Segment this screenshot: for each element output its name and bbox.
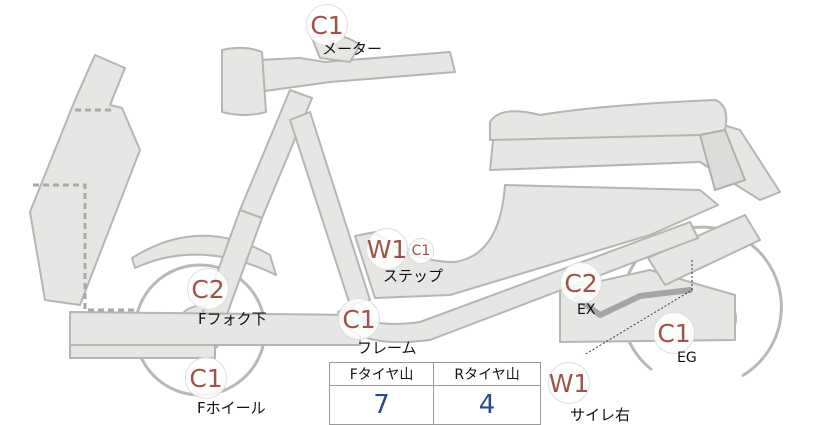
rear-shock	[647, 214, 761, 286]
front-tread-value: 7	[328, 385, 435, 425]
seat-side	[699, 129, 746, 191]
fork-label: Fフォク下	[198, 310, 267, 328]
rear-tread-value: 4	[433, 385, 541, 425]
side-right-label: サイレ右	[570, 406, 631, 424]
exhaust-label: EX	[577, 302, 596, 318]
front-cover	[29, 54, 141, 306]
frame-code-badge: C1	[338, 298, 380, 340]
frame-tube	[289, 111, 371, 306]
rear-tread-header: Rタイヤ山	[433, 362, 541, 386]
front-tread-header: Fタイヤ山	[328, 362, 435, 386]
step-code-badge: W1	[366, 228, 408, 270]
engine-label: EG	[677, 350, 697, 366]
exhaust-pipe	[574, 287, 693, 318]
engine-code-badge: C1	[653, 312, 695, 354]
headlight	[221, 46, 267, 116]
leader-line	[583, 260, 693, 356]
step-code-badge-2: C1	[408, 238, 434, 264]
front-wheel-code-badge: C1	[185, 357, 227, 399]
meter-label: メーター	[322, 40, 383, 58]
seat	[489, 99, 728, 141]
tire-tread-table: Fタイヤ山 Rタイヤ山 7 4	[328, 362, 541, 425]
legshield-dash-2	[33, 183, 135, 312]
step-label: ステップ	[383, 267, 444, 285]
frame-label: フレーム	[357, 339, 417, 357]
side-right-code-badge: W1	[548, 362, 590, 404]
handlebar	[257, 51, 456, 93]
fork-code-badge: C2	[187, 268, 229, 310]
meter-code-badge: C1	[306, 4, 348, 46]
exhaust-code-badge: C2	[560, 262, 602, 304]
front-wheel-label: Fホイール	[197, 399, 266, 417]
floor-step	[69, 311, 361, 346]
floor-lower	[69, 344, 216, 359]
